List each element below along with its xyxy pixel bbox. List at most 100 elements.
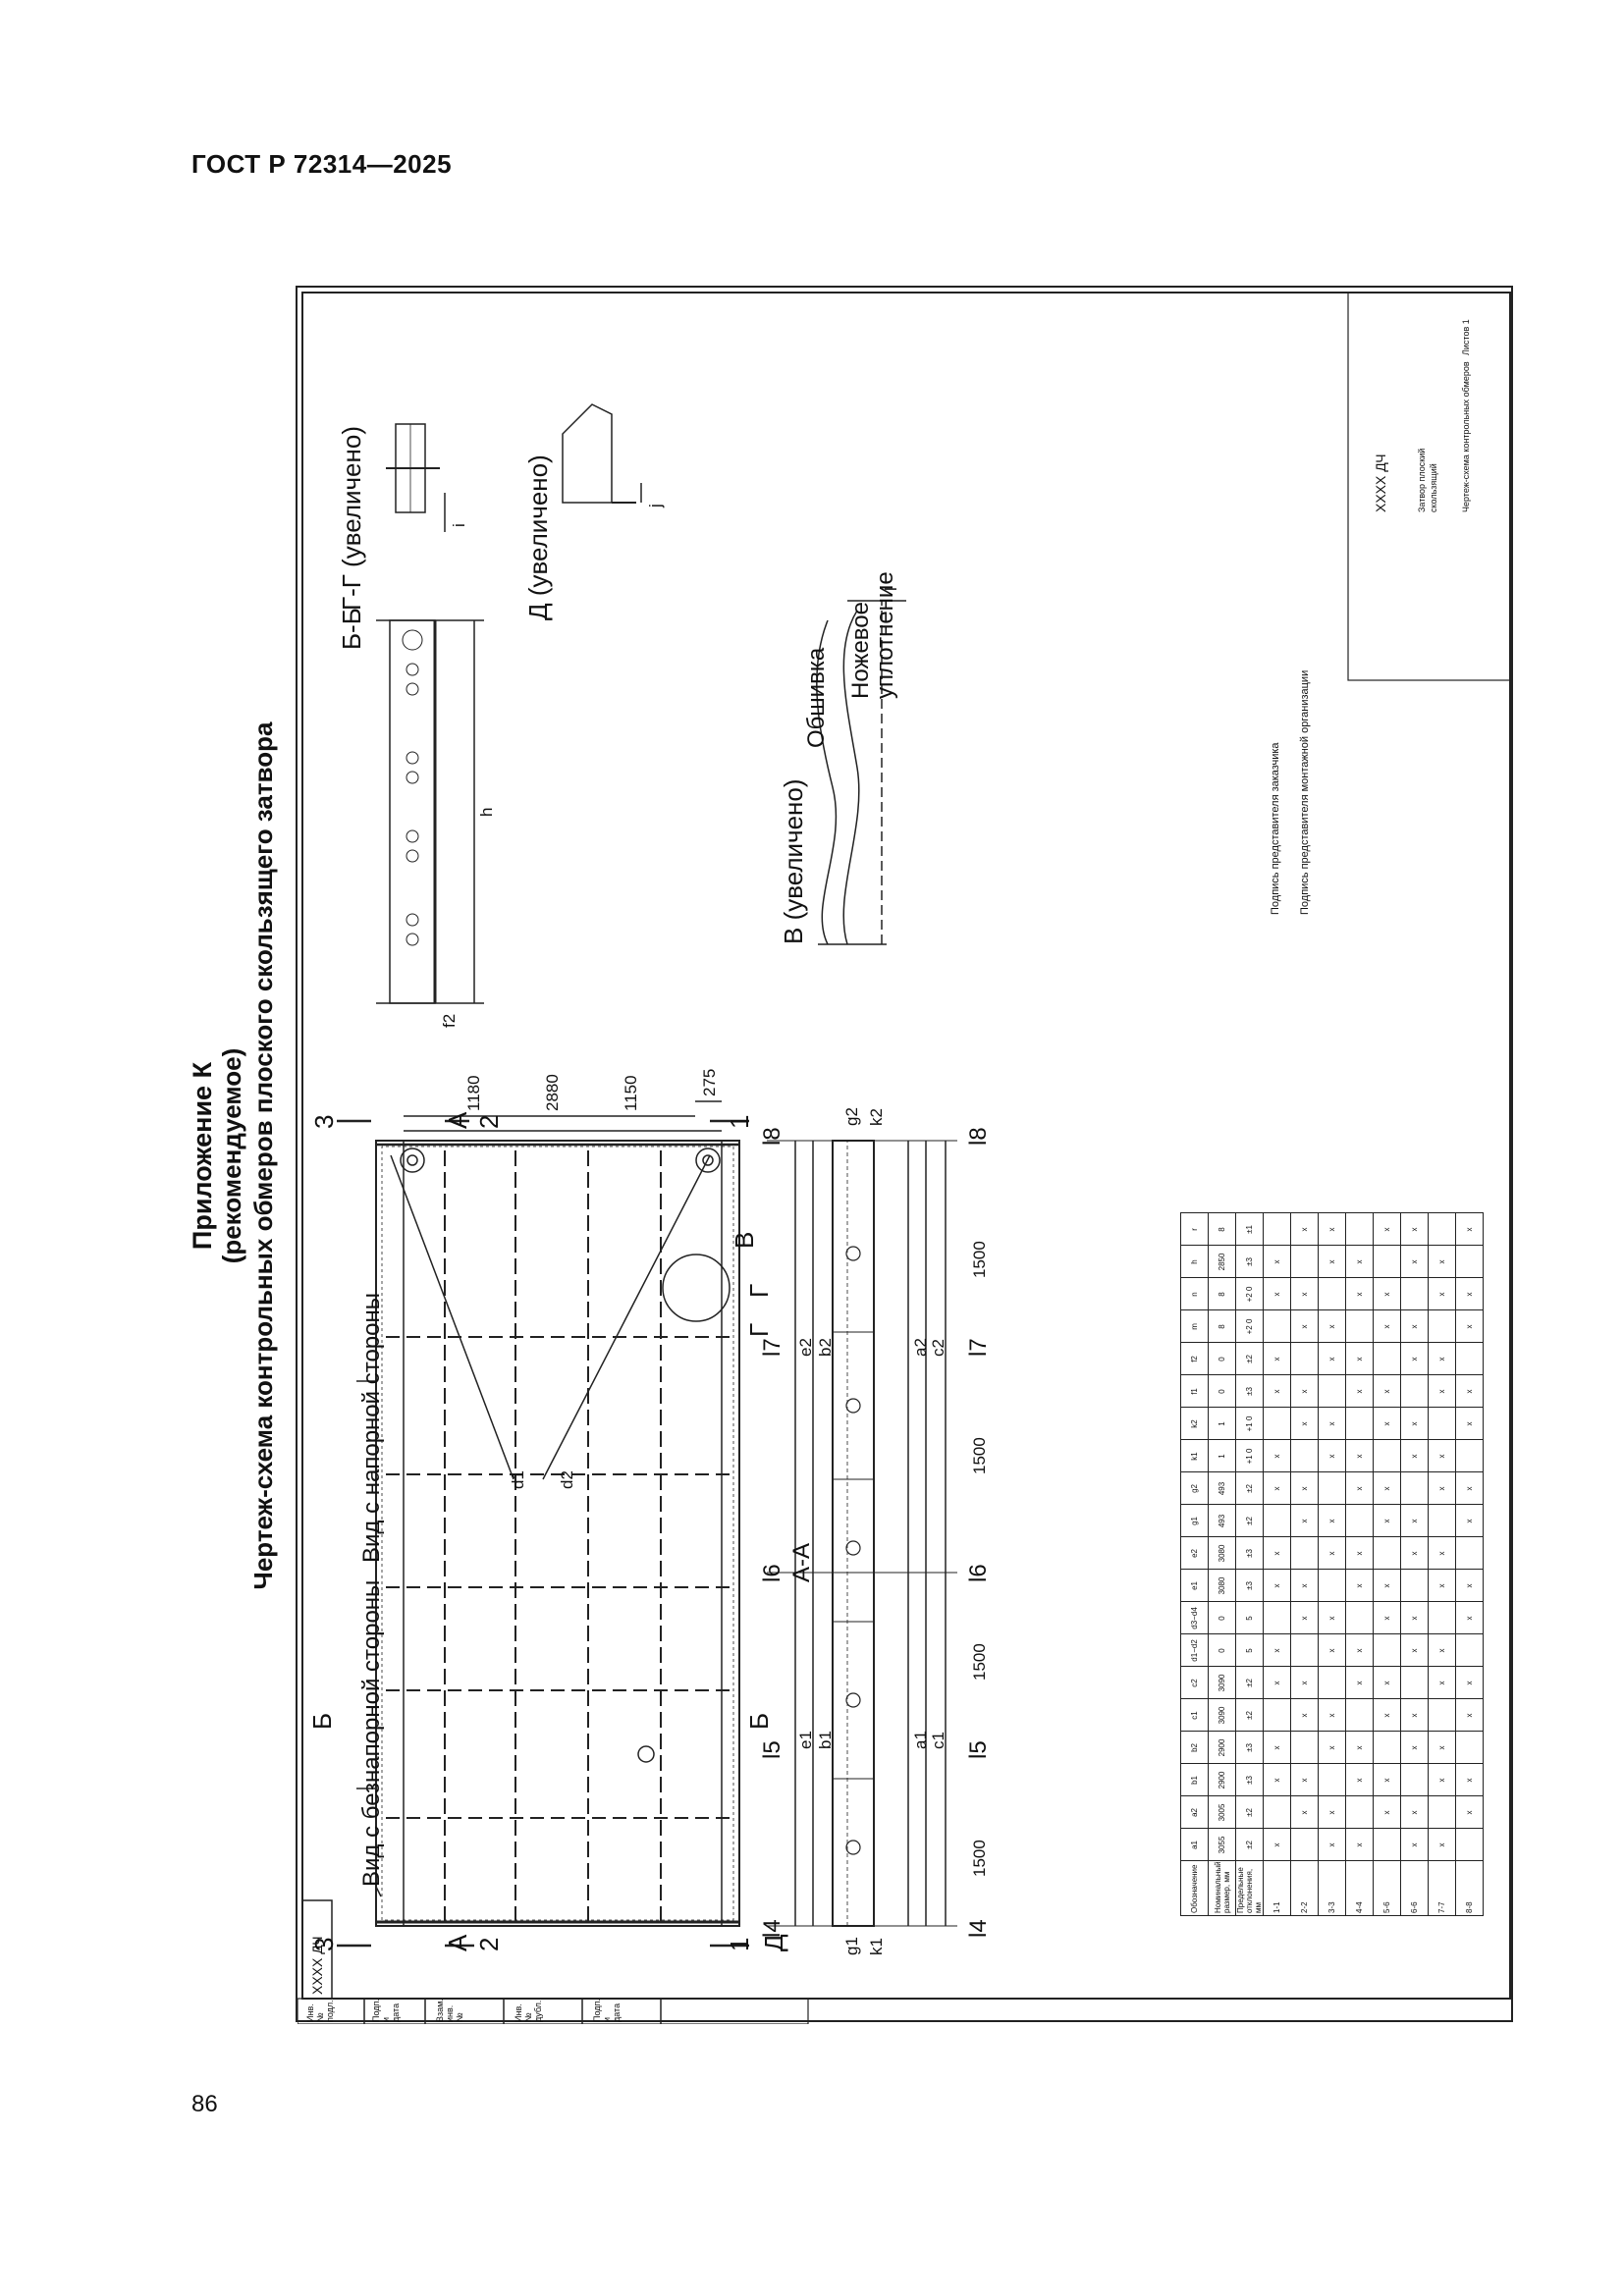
ctrl-symbols-row-cell: g2 bbox=[1180, 1471, 1209, 1505]
ctrl-tolerance-row-cell: ±2 bbox=[1235, 1828, 1264, 1861]
ctrl-section-row-cell: x bbox=[1290, 1698, 1319, 1732]
ctrl-tolerance-row-cell: +1 0 bbox=[1235, 1407, 1264, 1440]
ctrl-tolerance-row-cell: ±3 bbox=[1235, 1569, 1264, 1602]
dim-l5-top: l5 bbox=[759, 1740, 785, 1759]
ctrl-section-row-cell: x bbox=[1263, 1763, 1291, 1796]
ctrl-nominal-row-cell: 8 bbox=[1208, 1212, 1236, 1246]
ctrl-nominal-row-cell: 0 bbox=[1208, 1342, 1236, 1375]
ctrl-section-row-cell: x bbox=[1290, 1212, 1319, 1246]
ctrl-section-row-cell bbox=[1373, 1342, 1401, 1375]
ctrl-tolerance-row-cell: ±2 bbox=[1235, 1698, 1264, 1732]
ctrl-section-row-cell: x bbox=[1455, 1504, 1484, 1537]
standard-number: ГОСТ Р 72314—2025 bbox=[191, 149, 453, 179]
ctrl-nominal-row-cell: 1 bbox=[1208, 1407, 1236, 1440]
ctrl-nominal-row-cell: 2850 bbox=[1208, 1245, 1236, 1278]
ctrl-section-row-cell bbox=[1290, 1245, 1319, 1278]
dim-l7-top: l7 bbox=[759, 1338, 785, 1357]
ctrl-symbols-row-cell: b2 bbox=[1180, 1731, 1209, 1764]
ctrl-section-row-cell: x bbox=[1400, 1212, 1429, 1246]
dim-g1: g1 bbox=[842, 1937, 861, 1955]
ctrl-section-row-cell: x bbox=[1318, 1536, 1346, 1570]
detail-v-label: В (увеличено) bbox=[779, 778, 808, 944]
ctrl-nominal-row-cell: 0 bbox=[1208, 1601, 1236, 1634]
ctrl-symbols-row-cell: a2 bbox=[1180, 1795, 1209, 1829]
ctrl-nominal-row-cell: 493 bbox=[1208, 1471, 1236, 1505]
ctrl-section-row-cell: x bbox=[1345, 1277, 1374, 1310]
ctrl-section-row-cell: x bbox=[1455, 1309, 1484, 1343]
ctrl-section-row-cell: x bbox=[1345, 1536, 1374, 1570]
ctrl-tolerance-row-cell: +1 0 bbox=[1235, 1439, 1264, 1472]
ctrl-section-row-cell bbox=[1345, 1601, 1374, 1634]
ctrl-section-row-label: 6-6 bbox=[1400, 1860, 1429, 1916]
ctrl-section-row-cell: x bbox=[1373, 1666, 1401, 1699]
ctrl-section-row-cell bbox=[1373, 1633, 1401, 1667]
marker-3-right: 3 bbox=[309, 1114, 339, 1129]
ctrl-symbols-row-cell: e1 bbox=[1180, 1569, 1209, 1602]
ctrl-section-row-cell: x bbox=[1400, 1309, 1429, 1343]
ctrl-section-row-cell: x bbox=[1428, 1569, 1456, 1602]
ctrl-nominal-row-cell: 8 bbox=[1208, 1277, 1236, 1310]
ctrl-symbols-row-cell: c2 bbox=[1180, 1666, 1209, 1699]
ctrl-section-row-cell: x bbox=[1290, 1666, 1319, 1699]
ctrl-section-row-cell: x bbox=[1318, 1309, 1346, 1343]
marker-a-right: А bbox=[443, 1111, 472, 1129]
dim-l4-bottom: l4 bbox=[965, 1919, 992, 1938]
ctrl-section-row-cell: x bbox=[1373, 1277, 1401, 1310]
ctrl-symbols-row-cell: b1 bbox=[1180, 1763, 1209, 1796]
ctrl-section-row-cell: x bbox=[1400, 1245, 1429, 1278]
dim-b1: b1 bbox=[816, 1731, 835, 1749]
ctrl-section-row-label: 1-1 bbox=[1263, 1860, 1291, 1916]
marker-2-left: 2 bbox=[474, 1937, 504, 1951]
dim-l: l bbox=[882, 587, 900, 591]
ctrl-section-row-cell: x bbox=[1373, 1471, 1401, 1505]
dim-b2: b2 bbox=[816, 1338, 835, 1357]
ctrl-section-row-cell: x bbox=[1455, 1277, 1484, 1310]
ctrl-section-row-cell bbox=[1318, 1666, 1346, 1699]
ctrl-section-row-cell: x bbox=[1318, 1342, 1346, 1375]
ctrl-tolerance-row-cell: ±2 bbox=[1235, 1795, 1264, 1829]
dim-1500-d: 1500 bbox=[970, 1241, 989, 1278]
ctrl-section-row-cell: x bbox=[1290, 1504, 1319, 1537]
ctrl-section-row-cell bbox=[1455, 1245, 1484, 1278]
dim-f2: f2 bbox=[440, 1013, 459, 1028]
ctrl-section-row-cell: x bbox=[1290, 1471, 1319, 1505]
marker-b-bottom: Б bbox=[744, 1712, 774, 1730]
ctrl-nominal-row-cell: 0 bbox=[1208, 1374, 1236, 1408]
rotated-drawing: Приложение К (рекомендуемое) Чертеж-схем… bbox=[188, 288, 1515, 2024]
marker-1-left: 1 bbox=[725, 1937, 754, 1951]
ctrl-section-row-cell: x bbox=[1290, 1407, 1319, 1440]
ctrl-tolerance-row-label: Предельные отклонения, мм bbox=[1235, 1860, 1264, 1916]
ctrl-section-row-cell bbox=[1455, 1439, 1484, 1472]
ctrl-section-row-cell bbox=[1455, 1828, 1484, 1861]
ctrl-section-row-cell bbox=[1373, 1245, 1401, 1278]
ctrl-nominal-row-cell: 3055 bbox=[1208, 1828, 1236, 1861]
ctrl-tolerance-row-cell: ±3 bbox=[1235, 1374, 1264, 1408]
ctrl-section-row-cell bbox=[1345, 1309, 1374, 1343]
ctrl-section-row-cell bbox=[1345, 1795, 1374, 1829]
stamp-dubl: Инв. № дубл. bbox=[514, 2000, 543, 2022]
ctrl-section-row-cell bbox=[1428, 1698, 1456, 1732]
ctrl-section-row-cell: x bbox=[1455, 1212, 1484, 1246]
ctrl-section-row-cell: x bbox=[1263, 1245, 1291, 1278]
signature-installer: Подпись представителя монтажной организа… bbox=[1299, 669, 1311, 915]
ctrl-section-row-cell bbox=[1455, 1536, 1484, 1570]
ctrl-section-row-cell: x bbox=[1345, 1471, 1374, 1505]
ctrl-nominal-row-cell: 3090 bbox=[1208, 1666, 1236, 1699]
ctrl-section-row-cell: x bbox=[1318, 1504, 1346, 1537]
ctrl-section-row-cell: x bbox=[1373, 1407, 1401, 1440]
dim-l6-top: l6 bbox=[759, 1564, 785, 1582]
ctrl-tolerance-row-cell: ±3 bbox=[1235, 1536, 1264, 1570]
ctrl-section-row-cell: x bbox=[1455, 1666, 1484, 1699]
title-block-drawing: Чертеж-схема контрольных обмеров bbox=[1461, 361, 1471, 512]
ctrl-section-row-cell: x bbox=[1428, 1342, 1456, 1375]
ctrl-section-row-cell: x bbox=[1455, 1374, 1484, 1408]
ctrl-section-row-cell: x bbox=[1318, 1407, 1346, 1440]
ctrl-nominal-row-cell: 3080 bbox=[1208, 1536, 1236, 1570]
ctrl-section-row-cell: x bbox=[1428, 1536, 1456, 1570]
ctrl-section-row-cell bbox=[1428, 1795, 1456, 1829]
ctrl-section-row-cell: x bbox=[1428, 1374, 1456, 1408]
ctrl-section-row-cell bbox=[1318, 1277, 1346, 1310]
